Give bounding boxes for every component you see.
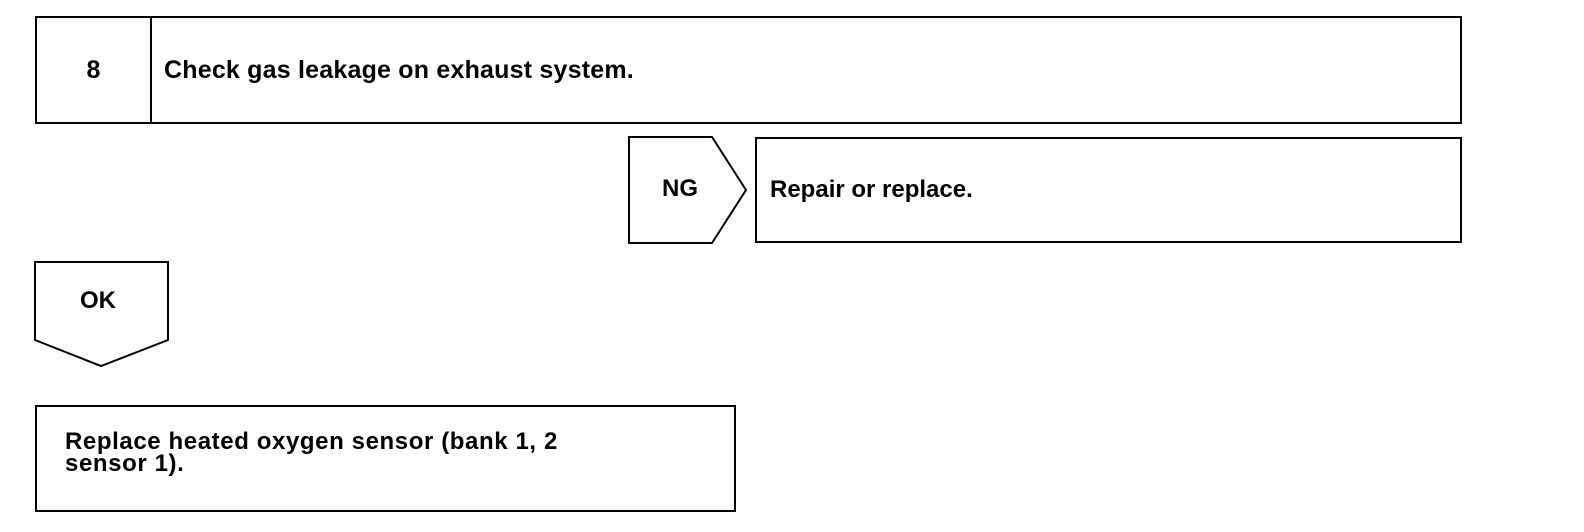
step-number: 8 [37,18,152,122]
final-action-line-1: Replace heated oxygen sensor (bank 1, 2 [65,428,558,455]
ok-label: OK [80,287,116,314]
step-box: 8 Check gas leakage on exhaust system. [35,16,1462,124]
ng-arrow-shape [628,136,748,244]
ok-arrow-shape [34,261,169,368]
ng-label: NG [662,175,698,202]
ng-action-box: Repair or replace. [755,137,1462,243]
final-action-box: Replace heated oxygen sensor (bank 1, 2 … [35,405,736,512]
ng-action-text: Repair or replace. [770,176,973,203]
step-title: Check gas leakage on exhaust system. [164,55,634,84]
final-action-line-2: sensor 1). [65,450,185,477]
